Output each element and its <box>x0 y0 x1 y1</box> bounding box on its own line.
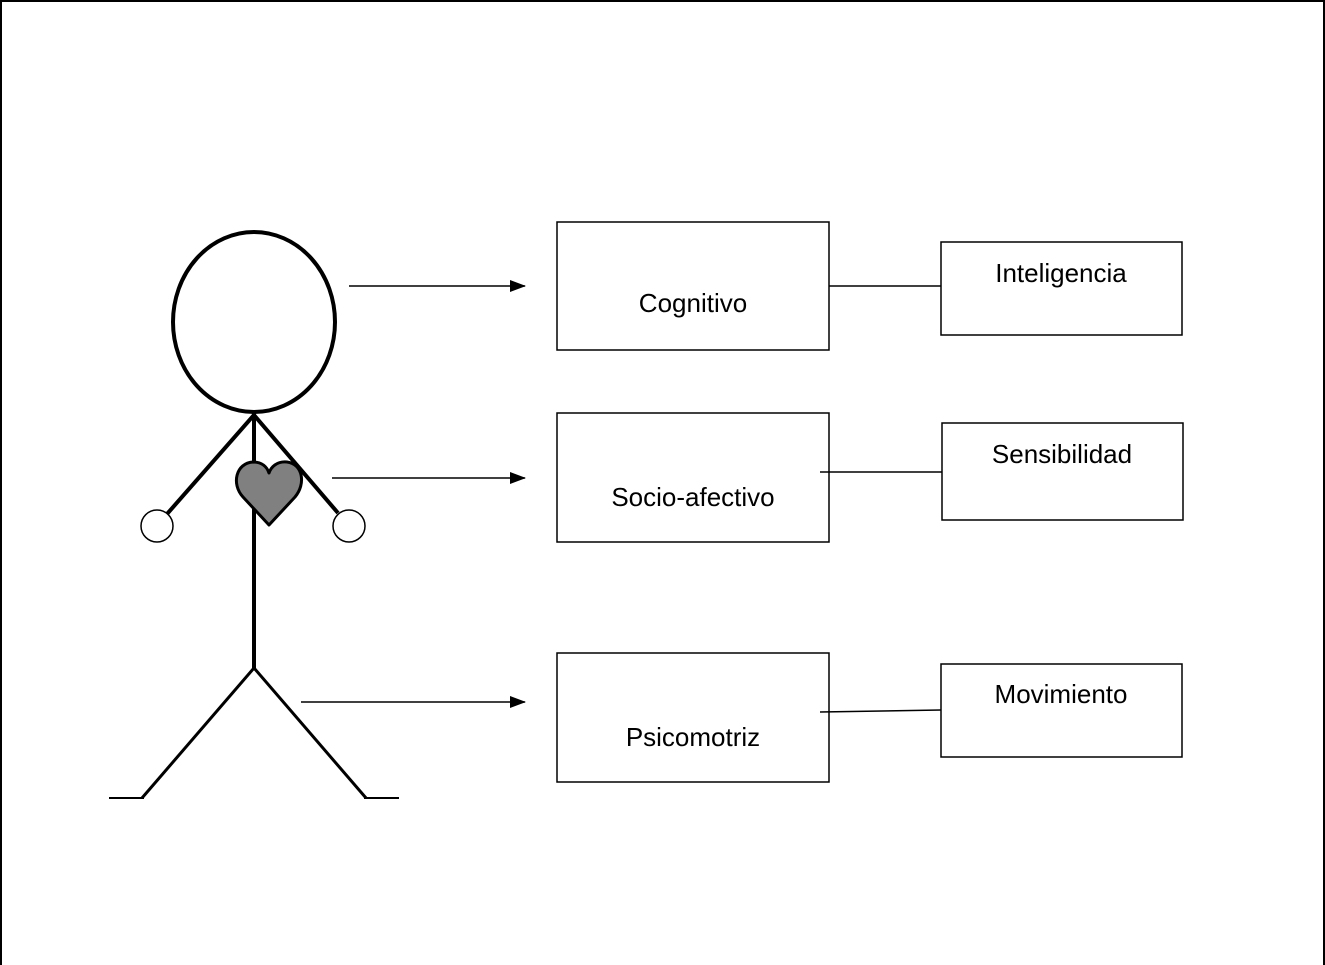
figure-head <box>171 230 337 414</box>
label-socio-afectivo: Socio-afectivo <box>611 482 774 512</box>
box-cognitivo <box>556 221 830 351</box>
box-inteligencia <box>940 241 1183 336</box>
label-sensibilidad: Sensibilidad <box>992 439 1132 469</box>
connector-psicomotriz-movimiento <box>819 709 942 713</box>
figure-right-leg <box>252 667 368 799</box>
figure-left-arm <box>165 413 256 516</box>
heart-icon <box>234 460 304 527</box>
label-inteligencia: Inteligencia <box>995 258 1127 288</box>
box-socio-afectivo <box>556 412 830 543</box>
label-psicomotriz: Psicomotriz <box>626 722 760 752</box>
box-sensibilidad <box>941 422 1184 521</box>
figure-left-hand <box>140 509 174 543</box>
label-cognitivo: Cognitivo <box>639 288 747 318</box>
figure-right-hand <box>332 509 366 543</box>
box-psicomotriz <box>556 652 830 783</box>
box-movimiento <box>940 663 1183 758</box>
stick-figure <box>109 230 399 799</box>
figure-left-leg <box>140 667 256 799</box>
label-movimiento: Movimiento <box>995 679 1128 709</box>
